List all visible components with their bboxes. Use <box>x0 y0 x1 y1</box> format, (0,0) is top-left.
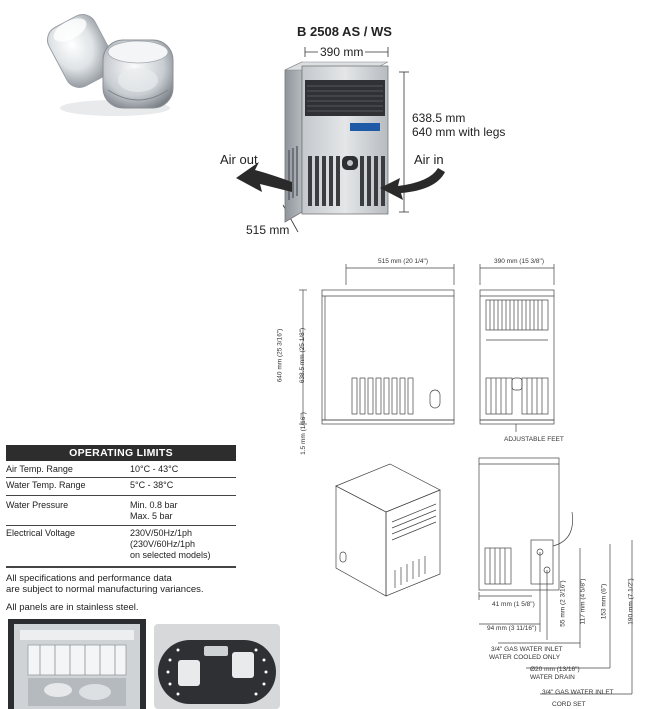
side-width-label: 515 mm (20 1/4") <box>378 258 428 265</box>
model-title: B 2508 AS / WS <box>297 24 392 39</box>
height-dim-label: 638.5 mm <box>412 111 466 125</box>
adjustable-feet-label: ADJUSTABLE FEET <box>504 436 564 443</box>
depth-dim-label: 515 mm <box>246 223 290 237</box>
cord-label: CORD SET <box>552 701 586 708</box>
operating-limits-title: OPERATING LIMITS <box>6 445 236 461</box>
dim-94-label: 94 mm (3 11/16") <box>487 625 537 632</box>
row-label: Air Temp. Range <box>6 464 73 474</box>
table-row: Air Temp. Range 10°C - 43°C <box>6 462 236 478</box>
row-value: 5°C - 38°C <box>130 480 174 490</box>
row-label: Water Temp. Range <box>6 480 86 490</box>
row-value: 230V/50Hz/1ph (230V/60Hz/1ph on selected… <box>130 528 211 560</box>
spec-note-2: are subject to normal manufacturing vari… <box>6 584 204 595</box>
height-legs-label: 640 mm with legs <box>412 125 506 139</box>
spec-note-1: All specifications and performance data <box>6 573 172 584</box>
row-label: Water Pressure <box>6 500 69 510</box>
front-width-label: 390 mm (15 3/8") <box>494 258 544 265</box>
dim-41-label: 41 mm (1 5/8") <box>492 601 535 608</box>
inlet-label: 3/4" GAS WATER INLET <box>542 689 614 696</box>
width-dim-label: 390 mm <box>318 45 366 59</box>
air-in-label: Air in <box>414 152 444 167</box>
row-value: Min. 0.8 bar Max. 5 bar <box>130 500 178 521</box>
air-out-label: Air out <box>220 152 258 167</box>
table-row: Water Pressure Min. 0.8 bar Max. 5 bar <box>6 498 236 526</box>
panels-note: All panels are in stainless steel. <box>6 602 139 613</box>
inlet-wc-label-1: 3/4" GAS WATER INLET <box>491 646 563 653</box>
drain-label: WATER DRAIN <box>530 674 575 681</box>
table-row: Electrical Voltage 230V/50Hz/1ph (230V/6… <box>6 526 236 568</box>
row-label: Electrical Voltage <box>6 528 76 538</box>
drain-size-label: Ø20 mm (13/16") <box>530 666 580 673</box>
inlet-wc-label-2: WATER COOLED ONLY <box>489 654 561 661</box>
row-value: 10°C - 43°C <box>130 464 179 474</box>
table-row: Water Temp. Range 5°C - 38°C <box>6 478 236 496</box>
